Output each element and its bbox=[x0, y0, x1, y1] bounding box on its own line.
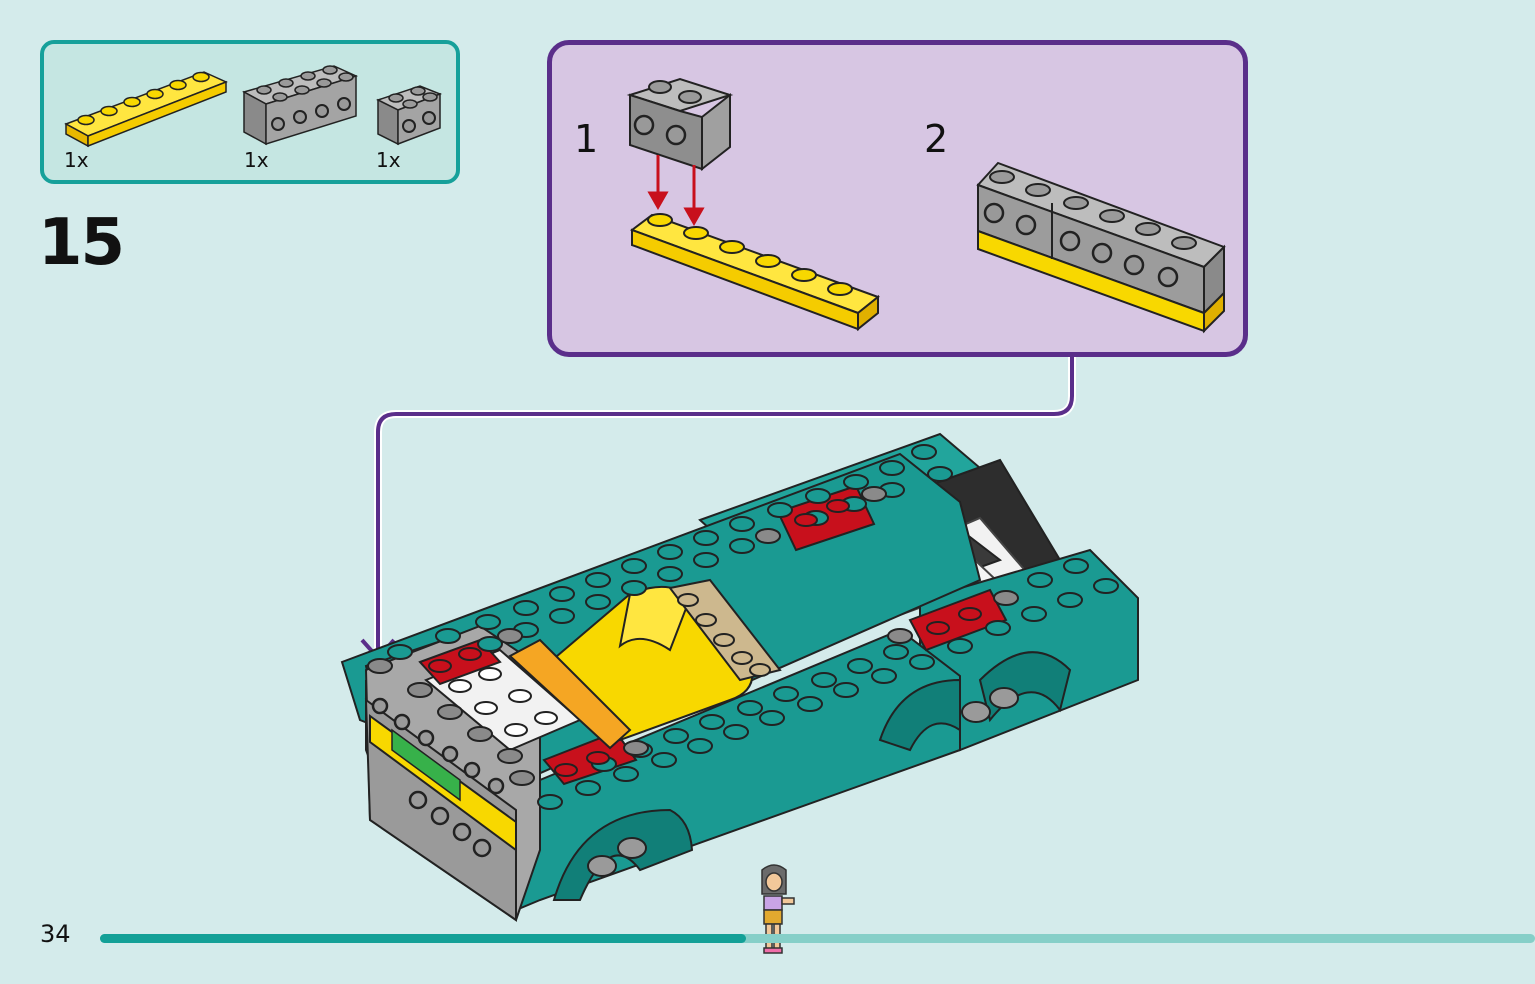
minifigure-icon bbox=[761, 864, 795, 954]
sub-assembly-box: 1 2 bbox=[547, 40, 1248, 357]
gray-brick-1x2-part bbox=[376, 85, 443, 146]
gray-brick-1x4-part bbox=[242, 65, 359, 146]
part-qty-1: 1x bbox=[64, 148, 89, 172]
substep-number-2: 2 bbox=[924, 117, 949, 161]
part-qty-3: 1x bbox=[376, 148, 401, 172]
substep-2-illustration bbox=[976, 161, 1226, 334]
part-qty-2: 1x bbox=[244, 148, 269, 172]
car-model-illustration bbox=[340, 432, 1139, 922]
step-number: 15 bbox=[38, 206, 125, 280]
substep-1-illustration bbox=[626, 77, 881, 332]
progress-fill bbox=[100, 934, 746, 943]
substep-number-1: 1 bbox=[574, 117, 599, 161]
page-number: 34 bbox=[40, 920, 71, 948]
parts-list-box: 1x 1x 1x bbox=[40, 40, 460, 184]
progress-bar bbox=[100, 934, 1535, 943]
yellow-plate-part bbox=[64, 71, 228, 148]
